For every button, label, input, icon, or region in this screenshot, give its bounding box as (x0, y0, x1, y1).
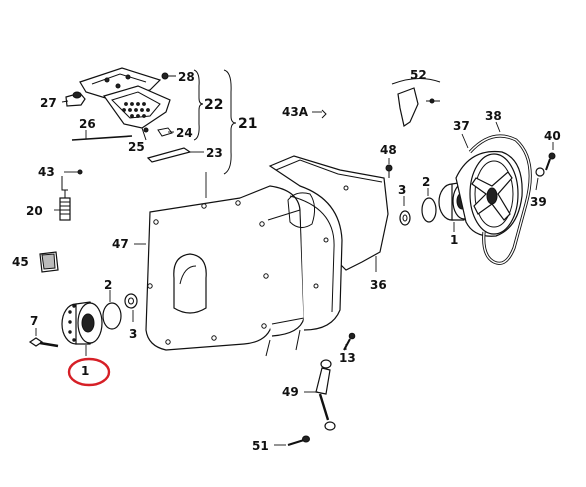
label-43a: 43A (282, 105, 309, 119)
part-40-bolt (545, 142, 556, 171)
label-3-right: 3 (398, 183, 406, 197)
part-43a-pointer (312, 109, 327, 119)
label-7: 7 (30, 314, 38, 328)
part-49-shock-absorber (304, 359, 336, 431)
label-1-left: 1 (81, 364, 89, 378)
part-47-tub-rear-half (134, 185, 305, 351)
part-43-sensor (61, 169, 83, 191)
label-36: 36 (370, 278, 387, 292)
part-3-washer-left (124, 293, 138, 322)
label-1-right: 1 (450, 233, 458, 247)
brace-21 (205, 69, 237, 198)
part-36-tub-front-half (265, 155, 389, 357)
part-37-pulley (455, 133, 523, 237)
label-49: 49 (282, 385, 299, 399)
label-39: 39 (530, 195, 547, 209)
label-13: 13 (339, 351, 356, 365)
part-2-seal-right (421, 188, 437, 223)
label-2-left: 2 (104, 278, 112, 292)
part-20-spring-element (54, 190, 71, 221)
label-48: 48 (380, 143, 397, 157)
part-3-washer-right (399, 196, 411, 226)
brace-22 (193, 69, 204, 141)
highlight-circle-part-1 (67, 357, 111, 387)
part-1-bearing-housing-left (61, 301, 103, 356)
label-38: 38 (485, 109, 502, 123)
part-26-rod (71, 130, 133, 141)
label-52: 52 (410, 68, 427, 82)
label-20: 20 (26, 204, 43, 218)
label-25: 25 (128, 140, 145, 154)
label-23: 23 (206, 146, 223, 160)
label-45: 45 (12, 255, 29, 269)
label-2-right: 2 (422, 175, 430, 189)
part-7-bolt (28, 328, 59, 348)
part-27-hinge (61, 91, 86, 107)
part-45-block (39, 251, 59, 273)
label-37: 37 (453, 119, 470, 133)
part-52-bracket (391, 78, 441, 127)
label-27: 27 (40, 96, 57, 110)
part-24-clip (157, 127, 174, 137)
label-51: 51 (252, 439, 269, 453)
label-26: 26 (79, 117, 96, 131)
part-38-drive-belt (468, 121, 532, 265)
label-22: 22 (204, 97, 223, 113)
part-13-bolt (343, 332, 356, 351)
part-48-screw (385, 158, 393, 178)
part-2-seal-left (102, 290, 122, 330)
part-51-bolt (274, 435, 310, 447)
label-43: 43 (38, 165, 55, 179)
part-25-pin (141, 127, 149, 141)
label-28: 28 (178, 70, 195, 84)
part-22-lid-frame (103, 85, 171, 129)
part-39-washer (535, 167, 545, 191)
part-28-screw (161, 72, 176, 80)
label-24: 24 (176, 126, 193, 140)
part-23-strip (146, 147, 204, 163)
label-21: 21 (238, 116, 257, 132)
label-47: 47 (112, 237, 129, 251)
label-40: 40 (544, 129, 561, 143)
label-3-left: 3 (129, 327, 137, 341)
